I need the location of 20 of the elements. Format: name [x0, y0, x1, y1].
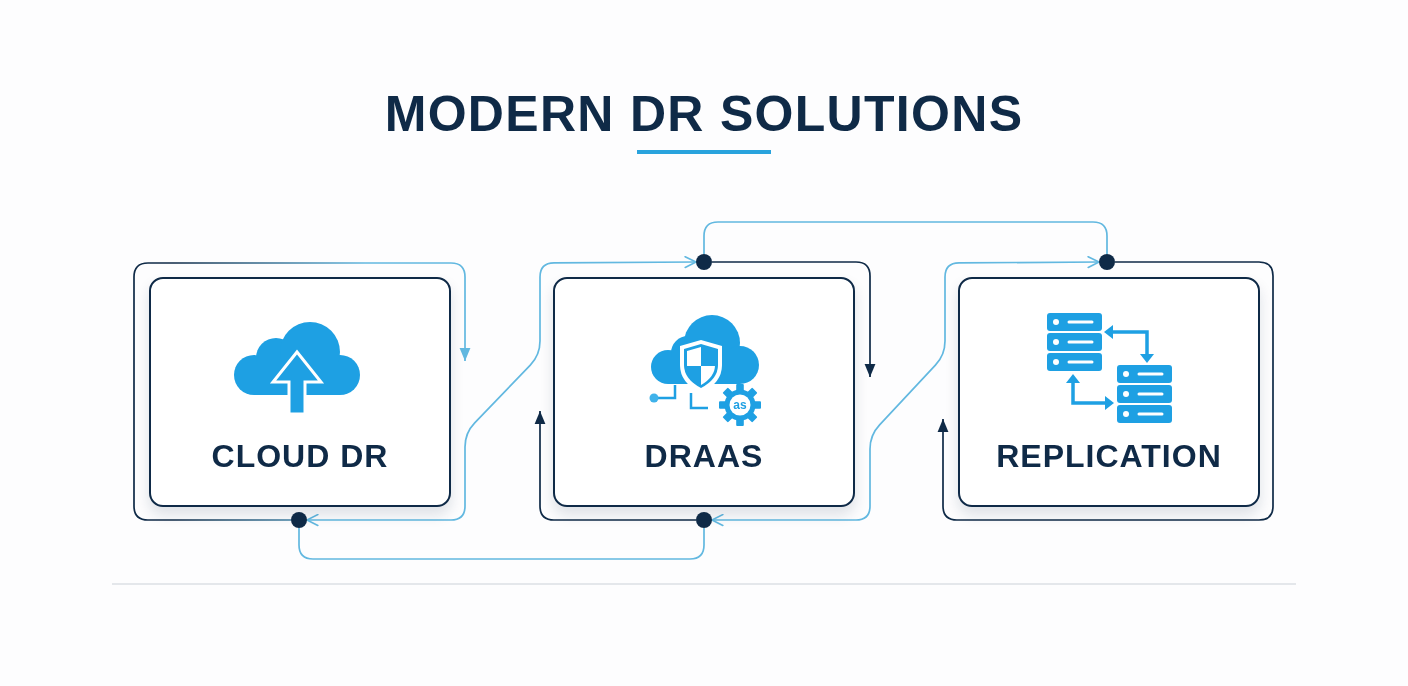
junction-dot	[696, 512, 712, 528]
junction-dot	[696, 254, 712, 270]
connector-arrow	[711, 255, 1100, 527]
solution-card	[149, 277, 451, 507]
connector-arrow	[937, 261, 1274, 521]
junction-dot	[1099, 254, 1115, 270]
connector-arrow	[711, 261, 876, 378]
junction-dot	[291, 512, 307, 528]
card-title: CLOUD DR	[211, 437, 389, 476]
title: MODERN DR SOLUTIONS	[384, 85, 1024, 144]
solution-card	[553, 277, 855, 507]
connector-arrow	[534, 410, 697, 521]
connector-arrow	[306, 255, 697, 527]
connector-line	[703, 221, 1108, 255]
card-title: DRAAS	[644, 437, 764, 476]
card-title: REPLICATION	[996, 437, 1222, 476]
connector-arrow	[133, 262, 471, 521]
gear-text: as	[733, 398, 747, 412]
connector-line	[298, 527, 705, 560]
solution-card	[958, 277, 1260, 507]
